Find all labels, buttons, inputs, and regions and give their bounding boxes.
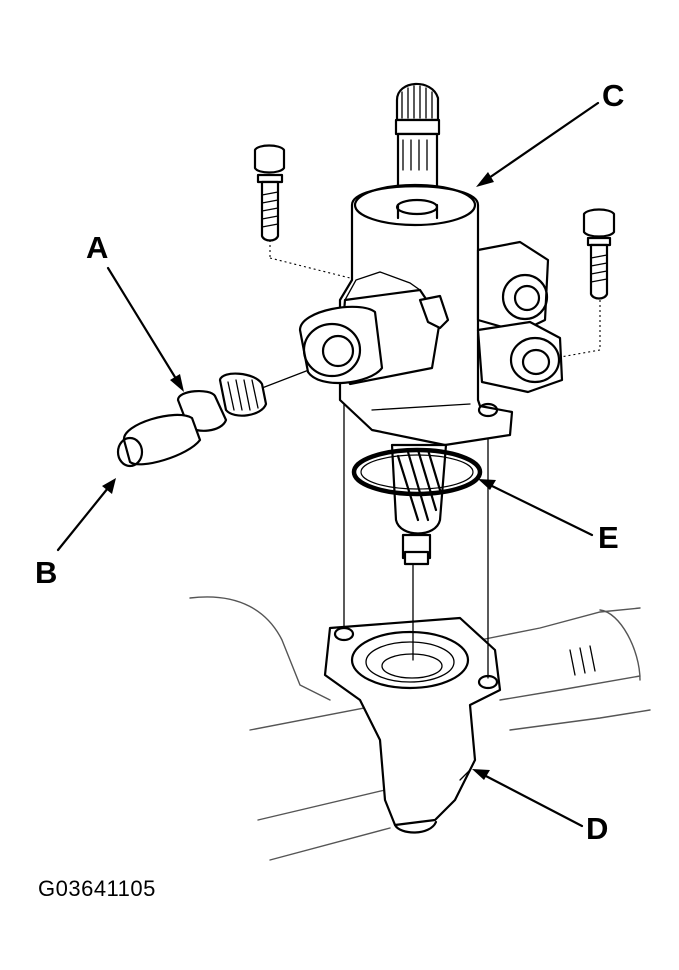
figure-id: G03641105 [38,876,156,901]
mounting-bolt-right [582,208,616,300]
hose-fitting-a [116,372,268,468]
o-ring-e [351,447,483,497]
callout-d: D [586,811,609,846]
valve-body-c [298,82,564,566]
callout-e: E [598,520,619,555]
mounting-bolt-left [253,144,286,242]
leader-arrows [56,101,600,828]
callout-a: A [86,230,109,265]
callout-b: B [35,555,58,590]
callout-c: C [602,78,625,113]
rack-housing-d [189,596,651,861]
